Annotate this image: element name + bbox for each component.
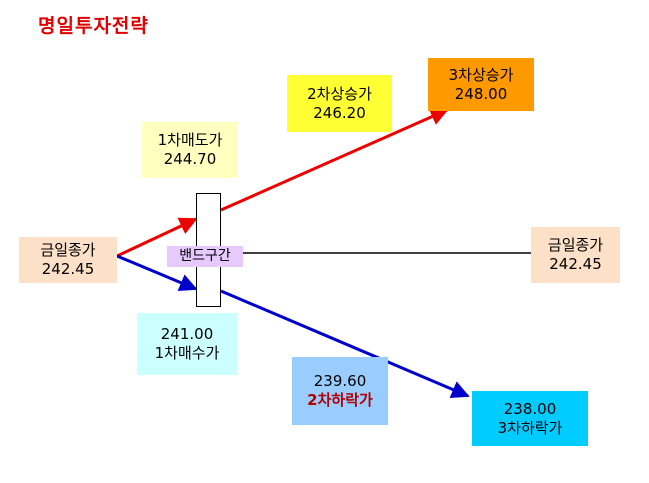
- box-value: 241.00: [160, 325, 214, 343]
- band-label: 밴드구간: [167, 246, 243, 267]
- box-value: 238.00: [503, 399, 557, 418]
- box-label: 금일종가: [547, 236, 604, 254]
- today-close-left-box: 금일종가 242.45: [19, 237, 117, 283]
- box-value: 244.70: [163, 150, 217, 168]
- arrow-band-to-rise3: [220, 108, 449, 212]
- box-label: 1차매수가: [154, 344, 220, 362]
- box-value: 242.45: [549, 255, 602, 273]
- box-label: 1차매도가: [157, 131, 223, 149]
- box-value: 239.60: [313, 372, 367, 390]
- fall2-box: 239.60 2차하락가: [292, 357, 388, 425]
- sell1-box: 1차매도가 244.70: [142, 122, 238, 178]
- box-label: 2차상승가: [307, 84, 372, 103]
- page-title: 명일투자전략: [38, 15, 149, 37]
- rise3-box: 3차상승가 248.00: [428, 58, 534, 111]
- arrow-close-to-band-down: [116, 254, 198, 292]
- box-label: 금일종가: [40, 241, 96, 259]
- buy1-box: 241.00 1차매수가: [137, 313, 237, 375]
- rise2-box: 2차상승가 246.20: [287, 75, 392, 132]
- arrow-close-to-band-up: [116, 217, 198, 258]
- arrow-band-to-fall3: [220, 289, 470, 398]
- box-label: 2차하락가: [307, 391, 373, 409]
- today-close-right-box: 금일종가 242.45: [531, 227, 620, 283]
- box-label: 3차상승가: [448, 65, 514, 84]
- box-value: 246.20: [313, 103, 366, 122]
- box-value: 248.00: [454, 84, 508, 103]
- box-value: 242.45: [41, 260, 95, 278]
- fall3-box: 238.00 3차하락가: [472, 391, 588, 446]
- box-label: 3차하락가: [497, 418, 563, 437]
